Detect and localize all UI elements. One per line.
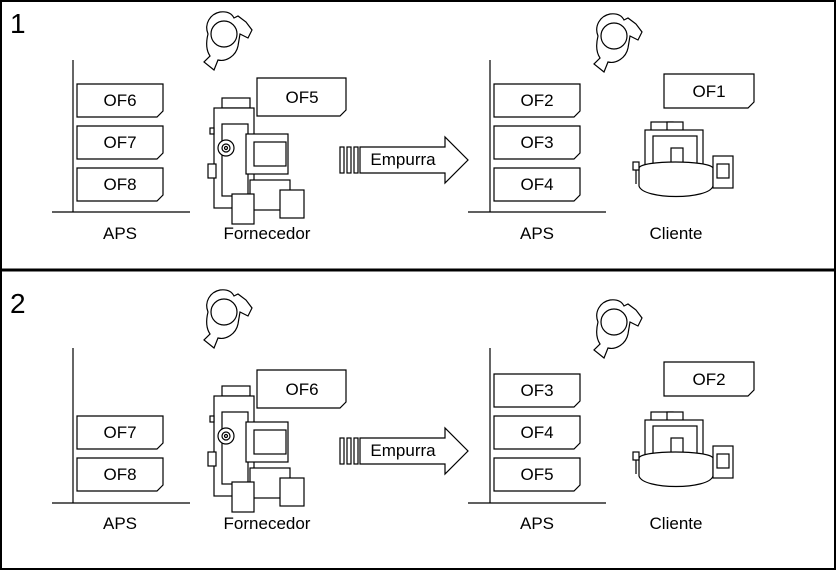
supplier-label: Fornecedor [224,224,311,243]
order-card-label: OF6 [103,91,136,110]
shelf-label: APS [520,514,554,533]
panel-number: 2 [10,288,26,319]
order-card-label: OF2 [520,91,553,110]
order-card-label: OF3 [520,381,553,400]
order-card [493,83,581,118]
order-card-label: OF7 [103,133,136,152]
supplier-stock-shelf: OF6 OF7 OF8 APS [52,60,190,243]
supplier-worker-icon [203,289,253,349]
customer-stock-shelf: OF2 OF3 OF4 APS [468,60,606,243]
supplier-order-card [256,77,347,117]
order-card [76,415,164,450]
order-card-label: OF5 [520,465,553,484]
panel-number: 1 [10,8,26,39]
supplier-stock-shelf: OF7 OF8 APS [52,348,190,533]
order-card-label: OF7 [103,423,136,442]
order-card [493,457,581,492]
customer-machine-icon [632,411,734,488]
order-card-label: OF8 [103,465,136,484]
supplier-label: Fornecedor [224,514,311,533]
customer-machine-icon [632,121,734,198]
push-arrow-label: Empurra [370,150,436,169]
supplier-order-card [256,369,347,409]
order-card [76,125,164,160]
customer-stock-shelf: OF3 OF4 OF5 APS [468,348,606,533]
supplier-order-label: OF5 [285,88,318,107]
customer-label: Cliente [650,514,703,533]
customer-label: Cliente [650,224,703,243]
order-card [493,415,581,450]
order-card-label: OF8 [103,175,136,194]
order-card [493,167,581,202]
panel-2: 2 OF7 OF8 APS OF6 Fornecedor Empurra OF3… [10,288,755,533]
order-card [76,167,164,202]
order-card [76,83,164,118]
customer-worker-icon [593,13,643,73]
customer-worker-icon [593,299,643,359]
supplier-order-label: OF6 [285,380,318,399]
supplier-worker-icon [203,11,253,71]
push-arrow-label: Empurra [370,441,436,460]
order-card [493,373,581,408]
shelf-label: APS [520,224,554,243]
supplier-machine-icon [207,97,305,225]
shelf-label: APS [103,514,137,533]
order-card-label: OF4 [520,423,553,442]
order-card-label: OF4 [520,175,553,194]
panel-1: 1 OF6 OF7 OF8 APS OF5 Fornecedor Empurra… [10,8,755,243]
customer-order-card [663,361,755,397]
shelf-label: APS [103,224,137,243]
order-card-label: OF3 [520,133,553,152]
order-card [493,125,581,160]
order-card [76,457,164,492]
customer-order-label: OF1 [692,82,725,101]
customer-order-label: OF2 [692,370,725,389]
customer-order-card [663,73,755,109]
